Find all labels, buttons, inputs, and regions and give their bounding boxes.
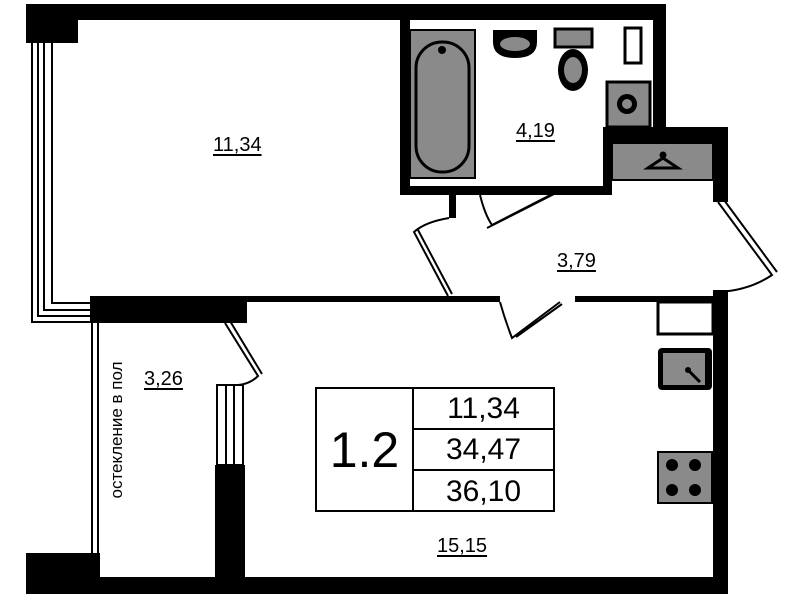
sink-icon xyxy=(493,30,537,58)
bottom-left-block xyxy=(26,553,100,594)
washing-machine-icon xyxy=(605,80,652,129)
doors xyxy=(224,189,778,386)
bathroom-bottom-wall xyxy=(400,186,612,195)
toilet-icon xyxy=(553,27,594,91)
stove-icon xyxy=(657,451,713,504)
apartment-summary-table: 1.2 11,34 34,47 36,10 xyxy=(315,387,555,512)
total-area-value: 34,47 xyxy=(412,430,555,471)
wardrobe-top-wall xyxy=(603,127,728,143)
living-area-value: 11,34 xyxy=(412,389,555,430)
middle-wall-left xyxy=(90,296,500,302)
corridor-stub xyxy=(449,195,456,218)
walls xyxy=(26,4,728,594)
balcony-glazing-note: остекление в пол xyxy=(107,361,126,499)
total-area-with-balcony-value: 36,10 xyxy=(445,474,522,508)
bottom-wall xyxy=(26,577,728,594)
kitchen-right-wall xyxy=(713,290,728,594)
balcony-divider-wall xyxy=(215,465,245,594)
hallway-area: 3,79 xyxy=(557,250,596,272)
wardrobe-hanger-icon xyxy=(611,142,714,181)
bathroom-left-wall xyxy=(400,4,410,195)
wardrobe-left-wall xyxy=(603,127,612,195)
corner-block xyxy=(26,4,78,43)
bathtub xyxy=(409,29,476,179)
middle-wall-block xyxy=(90,296,247,323)
kitchen-sink-icon xyxy=(658,348,712,390)
middle-wall-right xyxy=(575,296,725,302)
apartment-number: 1.2 xyxy=(317,389,414,510)
shaft xyxy=(623,26,643,65)
wardrobe-right-wall xyxy=(713,127,728,202)
bathroom-area: 4,19 xyxy=(516,120,555,142)
windows xyxy=(31,43,244,553)
bathroom-right-wall xyxy=(653,4,666,127)
kitchen-area: 15,15 xyxy=(437,535,488,557)
balcony-area: 3,26 xyxy=(144,368,183,390)
kitchen-counter xyxy=(656,300,715,336)
top-wall xyxy=(26,4,666,20)
living-room-area: 11,34 xyxy=(213,134,262,156)
